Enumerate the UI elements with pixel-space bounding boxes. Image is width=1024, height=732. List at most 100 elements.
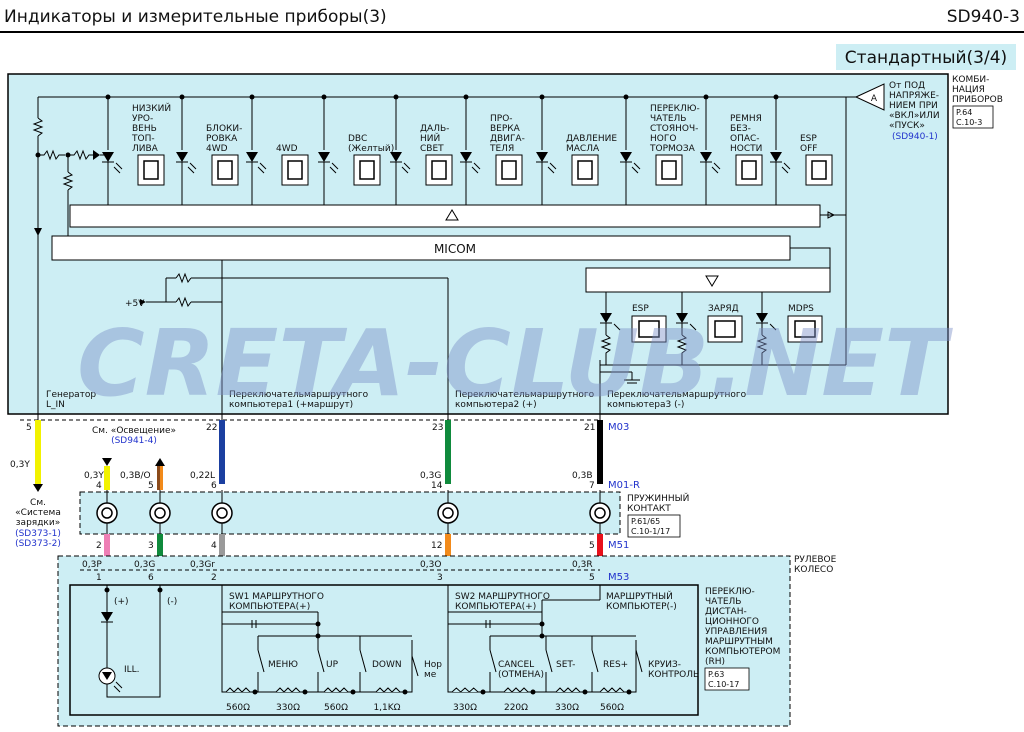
svg-text:0,3O: 0,3O: [420, 560, 441, 570]
spring-coil-1: [96, 490, 118, 536]
m53-pins: 1 6 2 3 5: [96, 573, 595, 583]
res-button-label: RES+: [603, 660, 628, 670]
svg-text:компьютера1 (+маршрут): компьютера1 (+маршрут): [229, 400, 353, 410]
svg-text:НАЦИЯ: НАЦИЯ: [952, 85, 985, 95]
svg-text:14: 14: [431, 481, 443, 491]
oil-pressure-icon: [571, 154, 599, 186]
svg-text:330Ω: 330Ω: [453, 703, 477, 713]
svg-text:ПЕРЕКЛЮ-: ПЕРЕКЛЮ-: [705, 587, 755, 597]
spring-coil-3: [211, 490, 233, 536]
wire-gauges-upper: 0,3Y 0,3Y 0,3B/O 0,22L 0,3G 0,3B: [10, 460, 593, 481]
seatbelt-icon: [735, 154, 763, 186]
wire-black: [597, 420, 603, 484]
svg-text:Переключательмаршрутного: Переключательмаршрутного: [455, 390, 595, 400]
svg-text:5: 5: [26, 423, 32, 433]
cancel-button-label-2: (ОТМЕНА): [498, 670, 544, 680]
svg-text:0,3G: 0,3G: [134, 560, 155, 570]
page-title: Индикаторы и измерительные приборы(3): [4, 7, 387, 27]
resistor-1: [225, 687, 251, 693]
connector-m01r: M01-R: [608, 480, 640, 491]
wire-green: [445, 420, 451, 484]
svg-text:ЛИВА: ЛИВА: [132, 144, 159, 154]
svg-text:РУЛЕВОЕ: РУЛЕВОЕ: [794, 555, 837, 565]
svg-text:(SD373-1): (SD373-1): [15, 529, 61, 539]
svg-text:ESP: ESP: [800, 134, 817, 144]
see-lighting-label: См. «Освещение» (SD941-4): [92, 426, 176, 446]
parking-brake-icon: [655, 154, 683, 186]
svg-text:23: 23: [432, 423, 443, 433]
svg-text:ПЕРЕКЛЮ-: ПЕРЕКЛЮ-: [650, 104, 700, 114]
svg-text:КОМПЬЮТЕР(-): КОМПЬЮТЕР(-): [606, 602, 677, 612]
svg-text:0,3Gr: 0,3Gr: [190, 560, 215, 570]
svg-text:Переключательмаршрутного: Переключательмаршрутного: [229, 390, 369, 400]
up-button-label: UP: [326, 660, 339, 670]
svg-text:DBC: DBC: [348, 134, 367, 144]
svg-text:ТЕЛЯ: ТЕЛЯ: [489, 144, 514, 154]
sw2-label: SW2 МАРШРУТНОГО КОМПЬЮТЕРА(+): [455, 592, 550, 612]
cruise-button-label-2: КОНТРОЛЬ: [648, 670, 699, 680]
svg-text:ПРУЖИННЫЙ: ПРУЖИННЫЙ: [627, 492, 689, 504]
svg-text:ЧАТЕЛЬ: ЧАТЕЛЬ: [650, 114, 686, 124]
svg-text:4WD: 4WD: [206, 144, 228, 154]
resistor-values: 560Ω 330Ω 560Ω 1,1KΩ 330Ω 220Ω 330Ω 560Ω: [226, 703, 624, 713]
svg-text:НОГО: НОГО: [650, 134, 676, 144]
svg-text:ПРО-: ПРО-: [490, 114, 513, 124]
norm-label-2: ме: [424, 670, 437, 680]
svg-text:См.: См.: [30, 498, 46, 508]
sw2-switches: [489, 636, 643, 692]
svg-text:«ПУСК»: «ПУСК»: [889, 121, 925, 131]
svg-text:1: 1: [96, 573, 102, 583]
svg-text:(RH): (RH): [705, 657, 725, 667]
resistor-5: [451, 687, 479, 693]
sw1-label: SW1 МАРШРУТНОГО КОМПЬЮТЕРА(+): [229, 592, 324, 612]
trip1-label: Переключательмаршрутного компьютера1 (+м…: [229, 390, 369, 410]
cluster-pins: 5 22 23 21: [26, 423, 595, 433]
wire-gauges-lower: 0,3P 0,3G 0,3Gr 0,3O 0,3R: [82, 560, 593, 570]
battery-icon: [707, 315, 743, 343]
svg-text:OFF: OFF: [800, 144, 817, 154]
svg-text:КОНТАКТ: КОНТАКТ: [627, 504, 671, 514]
svg-text:4WD: 4WD: [276, 144, 298, 154]
connector-m53: M53: [608, 572, 629, 583]
svg-text:МАРШРУТНЫЙ: МАРШРУТНЫЙ: [606, 590, 673, 602]
norm-label: Нор: [424, 660, 442, 670]
watermark: CRETA-CLUB.NET: [77, 310, 953, 417]
svg-text:5: 5: [589, 541, 595, 551]
svg-text:0,3G: 0,3G: [420, 471, 441, 481]
svg-text:От ПОД: От ПОД: [889, 81, 925, 91]
mdps-icon: [787, 315, 823, 343]
svg-text:КОМПЬЮТЕРОМ: КОМПЬЮТЕРОМ: [705, 647, 780, 657]
clock-spring-ref-conn: C.10-1/17: [631, 527, 670, 536]
resistor-6: [503, 687, 529, 693]
svg-text:22: 22: [206, 423, 217, 433]
m01-pins: 4 5 6 14 7: [96, 481, 595, 491]
esp-off-icon: [805, 154, 833, 186]
lower-indicator-2: ЗАРЯД: [676, 292, 743, 365]
svg-text:ЧАТЕЛЬ: ЧАТЕЛЬ: [705, 597, 741, 607]
svg-text:ТОП-: ТОП-: [131, 134, 155, 144]
resistor-3: [323, 687, 349, 693]
down-button-label: DOWN: [372, 660, 402, 670]
svg-text:(Желтый): (Желтый): [348, 144, 394, 154]
connector-m03: M03: [608, 422, 629, 433]
svg-text:«Система: «Система: [15, 508, 61, 518]
svg-text:2: 2: [211, 573, 217, 583]
illumination-label: ILL.: [124, 665, 140, 675]
4wd-lock-icon: [211, 154, 239, 186]
spring-coil-4: [437, 490, 459, 536]
connector-a-label: A: [871, 94, 878, 104]
fuel-pump-icon: [137, 154, 165, 186]
svg-text:SW2 МАРШРУТНОГО: SW2 МАРШРУТНОГО: [455, 592, 550, 602]
steering-label: РУЛЕВОЕ КОЛЕСО: [794, 555, 837, 575]
cluster-ref-page: P.64: [956, 108, 972, 117]
svg-text:6: 6: [211, 481, 217, 491]
